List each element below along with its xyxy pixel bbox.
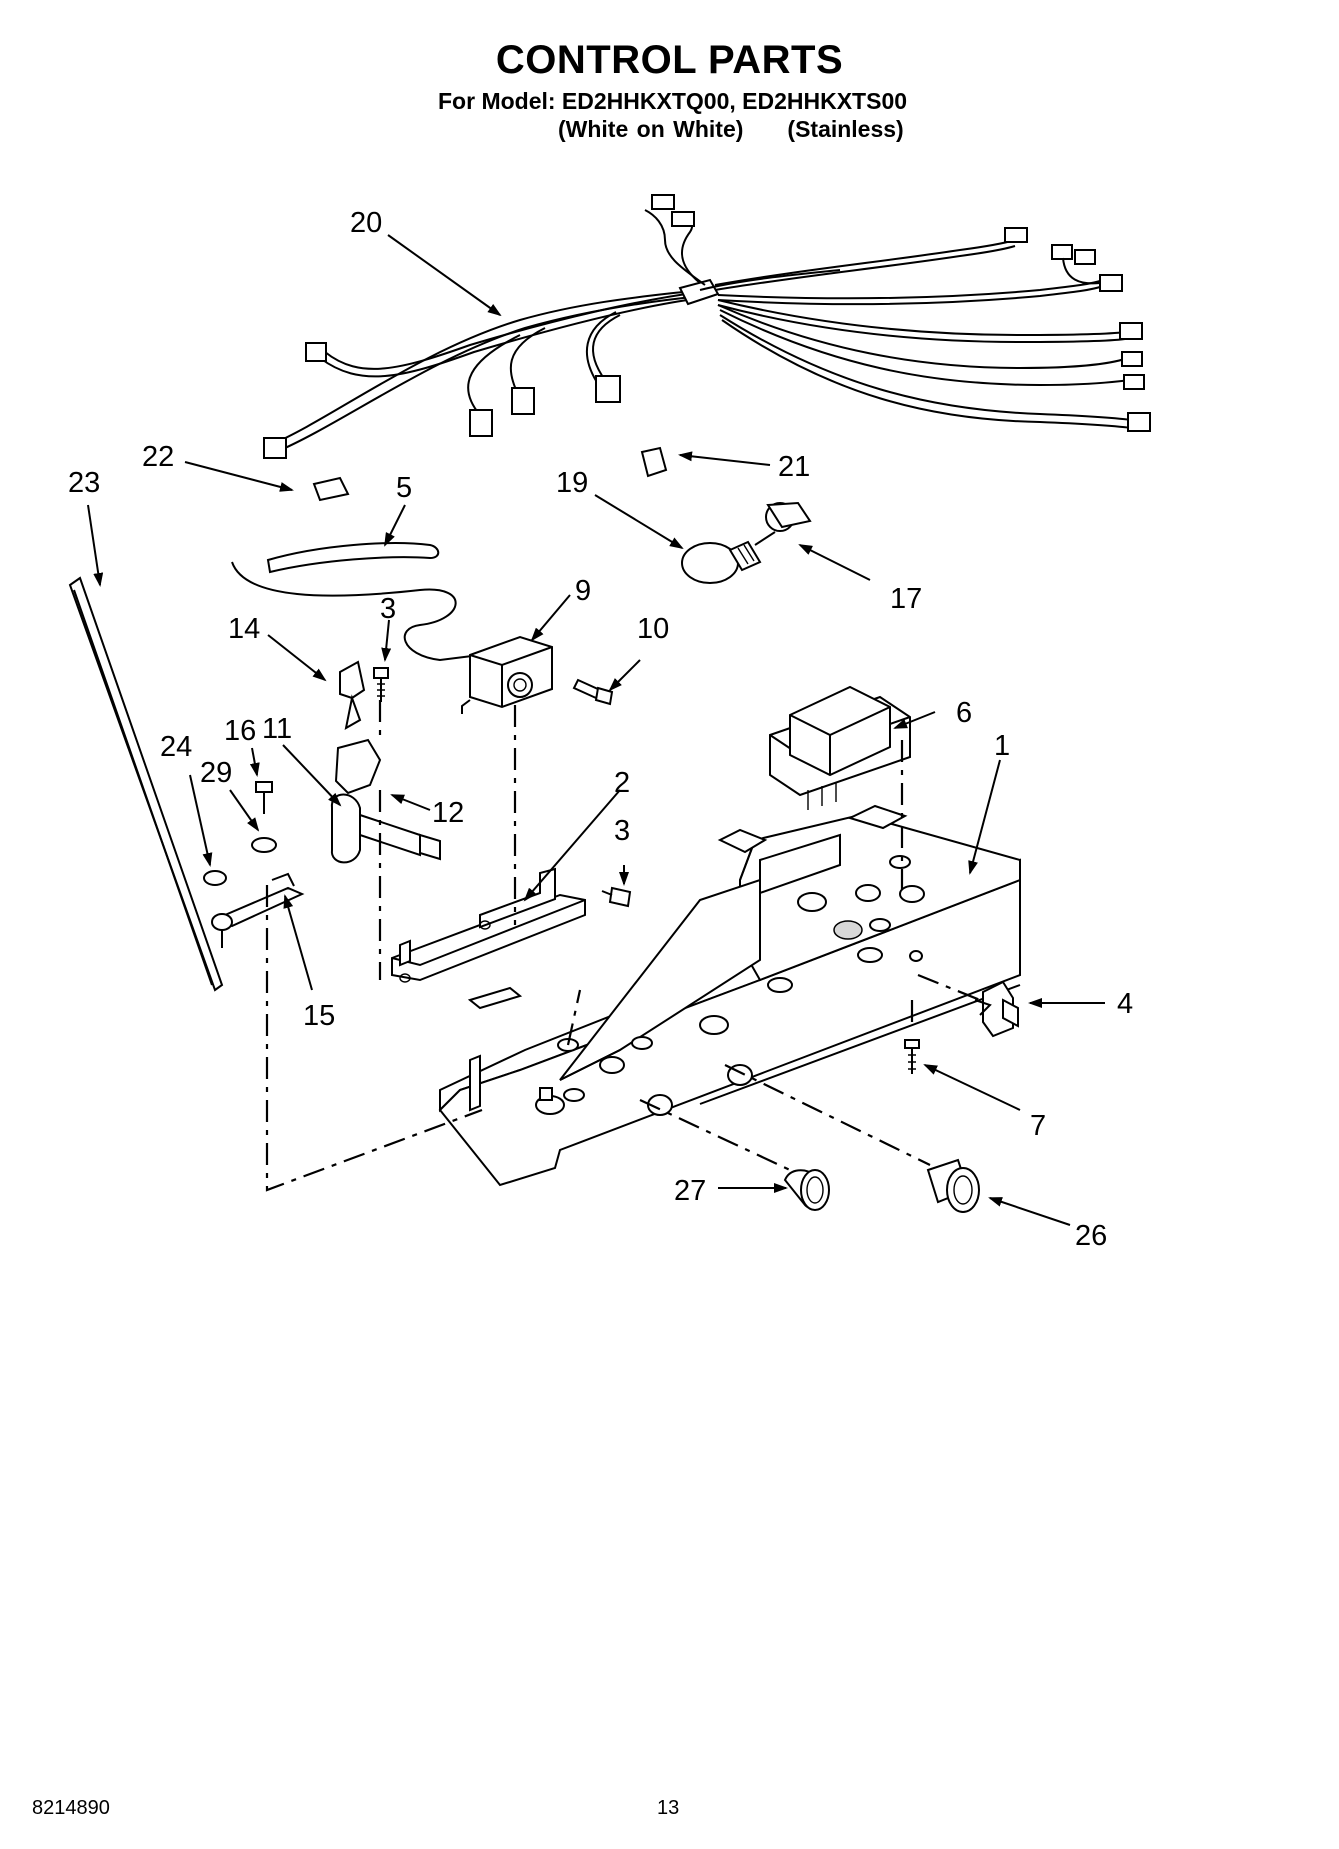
transformer-part-6 xyxy=(769,685,911,810)
callout-17: 17 xyxy=(890,583,922,615)
screw-part-10 xyxy=(572,678,614,706)
capillary-tube xyxy=(231,561,481,662)
callout-21: 21 xyxy=(778,451,810,483)
lever-part-15 xyxy=(211,872,305,948)
wire-harness-part xyxy=(263,194,1151,459)
part-21 xyxy=(640,446,668,478)
thermostat-part-9 xyxy=(461,635,553,714)
switch-part-4 xyxy=(974,980,1019,1038)
callout-20: 20 xyxy=(350,207,382,239)
callout-15: 15 xyxy=(303,1000,335,1032)
knob-shaft-part-11 xyxy=(330,793,441,864)
callout-24: 24 xyxy=(160,731,192,763)
screw-part-16 xyxy=(255,781,273,814)
button-part-26 xyxy=(926,1158,980,1213)
bracket-part-12 xyxy=(334,738,382,795)
callout-10: 10 xyxy=(637,613,669,645)
callout-4: 4 xyxy=(1117,988,1133,1020)
callout-5: 5 xyxy=(396,472,412,504)
clip-part-22 xyxy=(312,476,350,502)
page-title: CONTROL PARTS xyxy=(495,38,844,82)
callout-1: 1 xyxy=(994,730,1010,762)
screw-part-3-upper xyxy=(373,667,389,702)
button-part-27 xyxy=(783,1169,830,1211)
washer-part-24 xyxy=(203,870,227,886)
assembly-lines xyxy=(265,700,981,1192)
callout-14: 14 xyxy=(228,613,260,645)
screw-part-7 xyxy=(904,1039,920,1074)
callout-11: 11 xyxy=(262,713,292,745)
callout-3-lower: 3 xyxy=(614,815,630,847)
callout-29: 29 xyxy=(200,757,232,789)
document-number: 8214890 xyxy=(32,1797,110,1819)
callout-7: 7 xyxy=(1030,1110,1046,1142)
bracket-part-2 xyxy=(391,867,586,983)
variant-stainless: (Stainless) xyxy=(787,116,904,142)
washer-part-29 xyxy=(251,837,277,853)
callout-19: 19 xyxy=(556,467,588,499)
callout-2: 2 xyxy=(614,767,630,799)
model-variants: (White on White) (Stainless) xyxy=(558,116,904,143)
callout-6: 6 xyxy=(956,697,972,729)
callout-26: 26 xyxy=(1075,1220,1107,1252)
callout-23: 23 xyxy=(68,467,100,499)
callout-16: 16 xyxy=(224,715,256,747)
model-line: For Model: ED2HHKXTQ00, ED2HHKXTS00 xyxy=(438,88,908,114)
callout-labels: 20 22 23 5 21 19 17 14 3 9 10 16 11 24 2… xyxy=(68,207,1133,1252)
bulb-part-19 xyxy=(681,540,762,584)
bracket-part-14 xyxy=(339,660,366,730)
callout-22: 22 xyxy=(142,441,174,473)
variant-white: (White on White) xyxy=(558,116,744,142)
callout-9: 9 xyxy=(575,575,591,607)
callout-12: 12 xyxy=(432,797,464,829)
screw-part-3-lower xyxy=(601,886,632,908)
leader-lines xyxy=(87,234,1105,1226)
tube-part-5 xyxy=(266,542,440,574)
callout-27: 27 xyxy=(674,1175,706,1207)
callout-3-upper: 3 xyxy=(380,593,396,625)
page-number: 13 xyxy=(657,1797,680,1819)
control-housing-part-1 xyxy=(438,804,1021,1187)
socket-part-17 xyxy=(754,501,812,546)
